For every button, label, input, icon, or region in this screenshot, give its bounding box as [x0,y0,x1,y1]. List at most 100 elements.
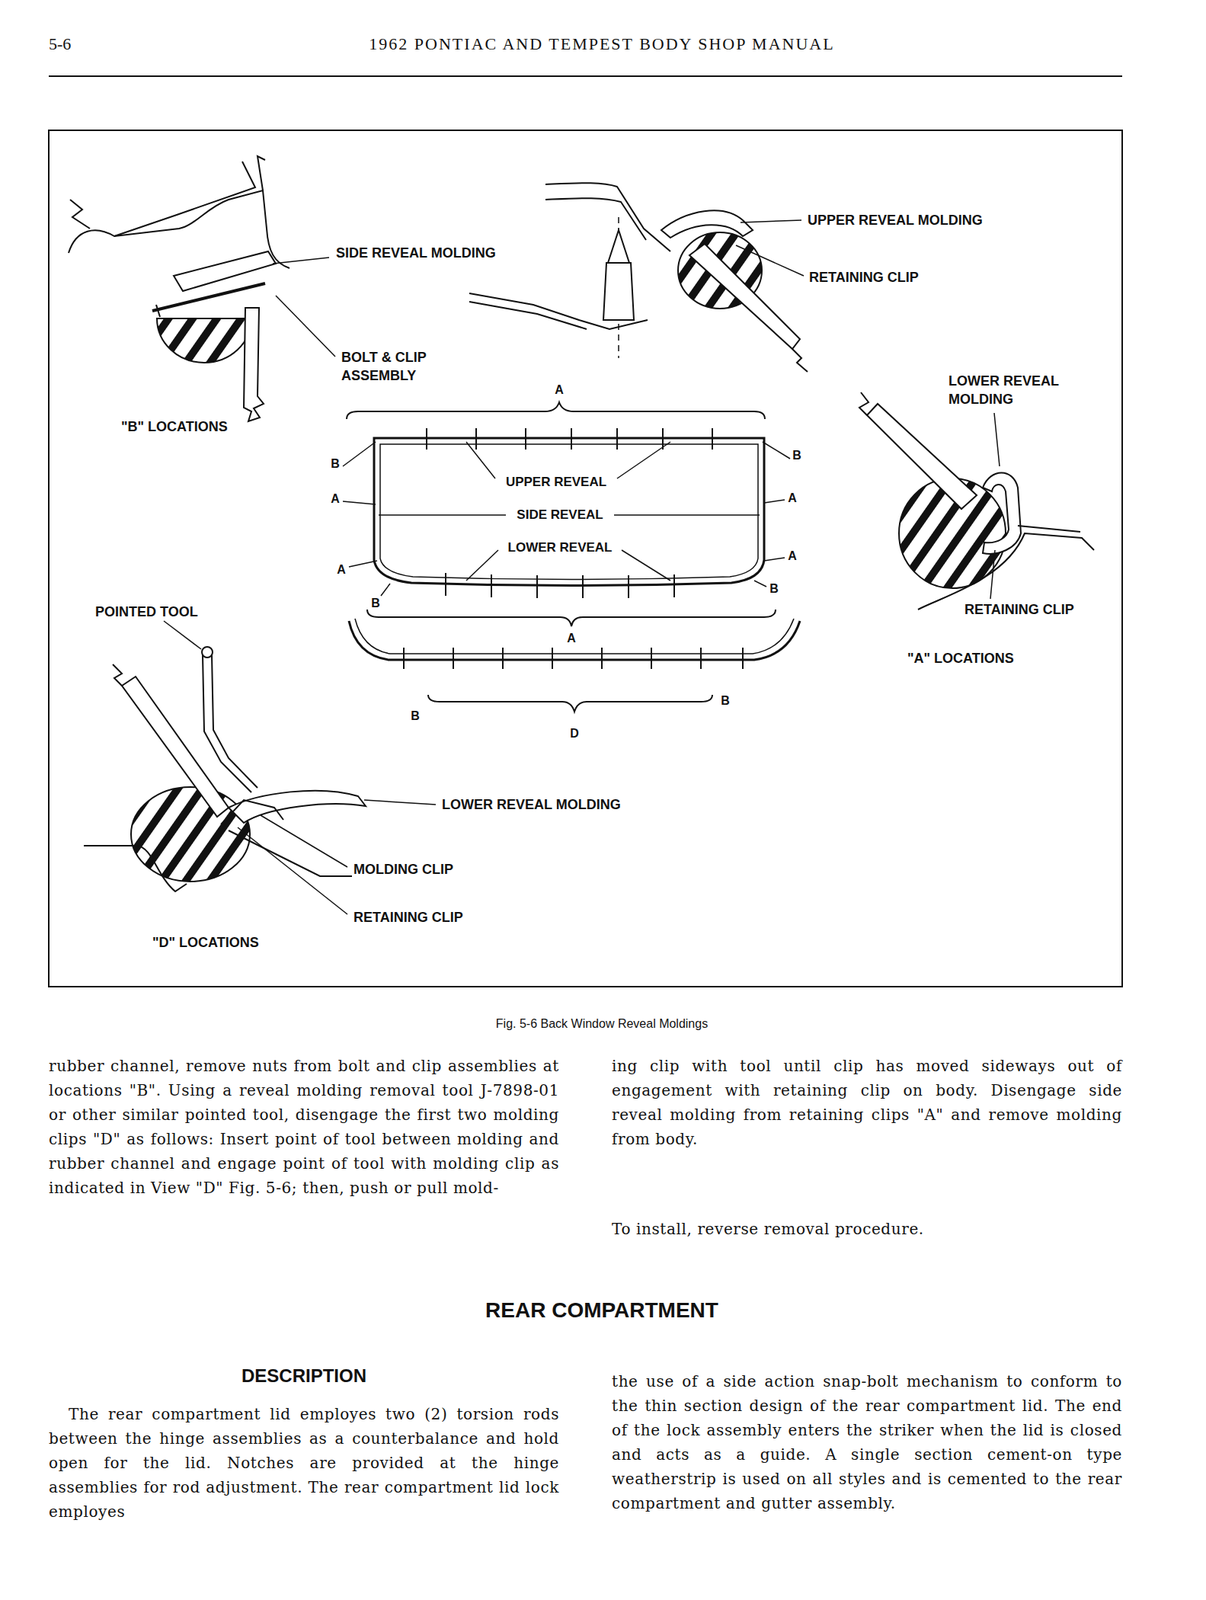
callout-label: RETAINING CLIP [351,909,465,926]
window-outline [403,647,405,669]
callout-label: BOLT & CLIP ASSEMBLY [339,348,458,385]
upper-a-view [689,243,800,349]
leader-line [163,220,1000,915]
callout-label: SIDE REVEAL MOLDING [334,245,498,262]
section-heading: REAR COMPARTMENT [485,1298,719,1323]
sub-heading: DESCRIPTION [241,1365,367,1387]
window-outline [650,647,653,669]
page-rule [48,75,1123,77]
location-letter: B [329,457,342,471]
leader-line [272,257,330,264]
leader-line [260,815,348,867]
leader-line [466,550,499,581]
window-outline [551,647,554,669]
window-outline [367,609,776,627]
leader-line [621,550,671,581]
upper-a-view [469,301,587,330]
leader-line [342,441,376,467]
figure-caption: Fig. 5-6 Back Window Reveal Moldings [495,1017,708,1031]
location-letter: A [786,491,799,506]
window-outline [490,574,493,598]
leader-line [740,220,802,223]
callout-label: RETAINING CLIP [807,269,921,286]
body-text: rubber channel, remove nuts from bolt an… [48,1053,560,1200]
b-location-view [68,156,290,422]
location-letter: B [409,709,422,723]
right-a-view [918,533,1095,610]
leader-line [237,827,348,915]
callout-label: "D" LOCATIONS [150,934,261,951]
window-outline [426,428,713,599]
callout-label: UPPER REVEAL MOLDING [806,212,985,229]
location-letter: A [335,563,348,577]
right-a-view [859,392,869,416]
window-outline [425,428,428,450]
body-text: ing clip with tool until clip has moved … [611,1053,1123,1152]
window-outline [346,402,800,712]
callout-label: LOWER REVEAL MOLDING [946,371,1084,409]
window-outline [380,444,759,580]
location-letter: B [719,694,732,708]
leader-line [342,501,376,505]
window-outline [616,428,618,450]
b-location-view [156,304,160,317]
window-outline [475,428,477,450]
page-rule [48,130,1123,987]
body-text: the use of a side action snap-bolt mecha… [611,1369,1123,1516]
location-letter: A [553,383,566,397]
b-location-view [70,199,90,229]
d-location-view [228,790,366,823]
leader-line [614,514,760,516]
leader-line [994,412,1000,467]
location-letter: A [565,631,578,646]
window-outline [711,428,714,450]
upper-a-view [607,230,630,263]
b-location-view [114,161,256,237]
location-letter: A [329,492,342,506]
window-outline [673,574,675,598]
callout-label: POINTED TOOL [93,604,200,621]
body-text: The rear compartment lid employes two (2… [48,1401,560,1524]
leader-line [364,799,436,805]
d-location-view [112,664,122,686]
leader-line [378,514,506,516]
window-outline [742,647,744,669]
leader-line [762,441,791,459]
location-letter: B [767,582,781,596]
window-outline [452,647,455,669]
d-location-view [83,646,421,892]
d-location-view [220,799,284,825]
window-outline [536,575,538,599]
leader-line [163,620,202,650]
window-outline [502,647,504,669]
window-outline [428,694,713,712]
window-outline [346,402,765,420]
upper-a-view [661,210,753,238]
leader-line [754,580,767,587]
b-location-view [152,283,266,311]
callout-label: LOWER REVEAL [506,540,615,556]
upper-a-view [603,262,634,320]
window-outline [570,428,573,450]
upper-a-view [469,182,808,372]
leader-line [348,560,378,567]
leader-line [764,499,785,503]
upper-a-view [792,348,808,372]
location-letter: B [369,596,382,611]
b-location-view [156,318,252,363]
callout-label: UPPER REVEAL [504,474,608,490]
upper-a-view [545,182,671,252]
window-outline [601,647,603,669]
page-number: 5-6 [48,34,71,55]
right-a-view [1017,525,1081,532]
window-outline [700,647,702,669]
callout-label: "B" LOCATIONS [119,419,230,436]
callout-label: LOWER REVEAL MOLDING [440,796,623,813]
window-outline [627,575,630,599]
location-letter: A [786,549,799,564]
d-location-view [201,646,213,658]
callout-label: MOLDING CLIP [351,861,455,878]
d-location-view [131,786,250,882]
page-rule [48,76,1123,987]
